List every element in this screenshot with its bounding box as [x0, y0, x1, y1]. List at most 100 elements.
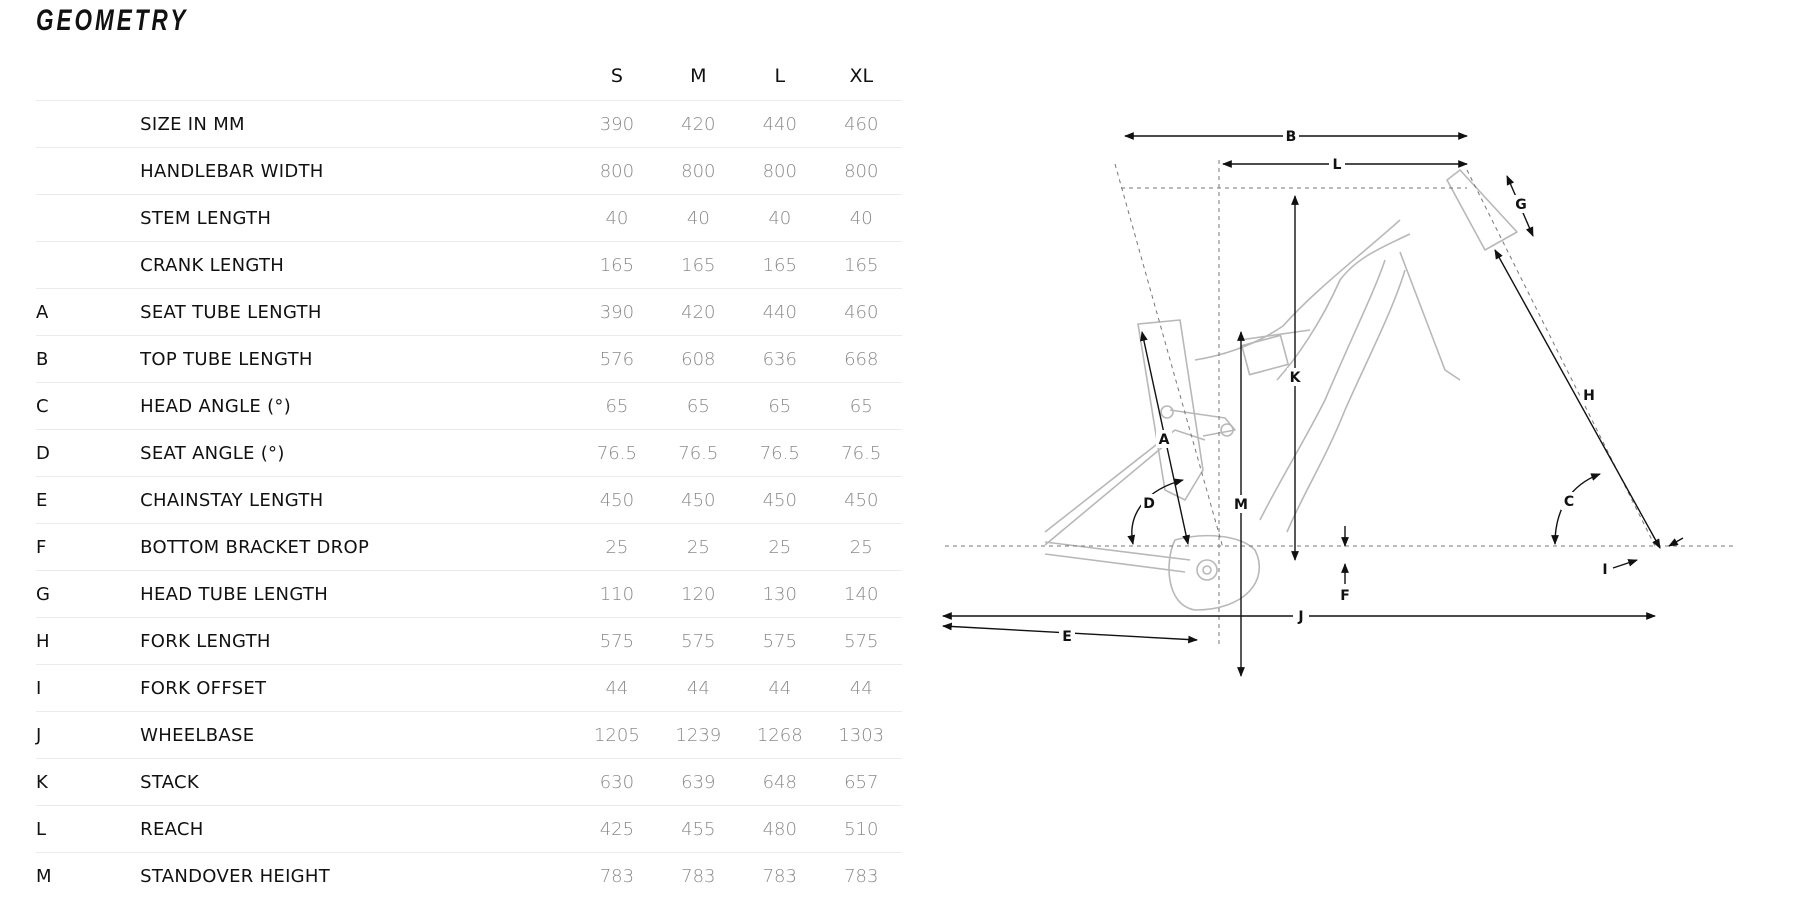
row-value-s: 576 [576, 335, 658, 383]
row-letter: H [36, 617, 141, 665]
dim-label-h: H [1583, 388, 1595, 404]
dim-label-l: L [1333, 157, 1342, 173]
row-value-xl: 25 [820, 523, 902, 571]
row-label: BOTTOM BRACKET DROP [140, 523, 577, 571]
row-value-s: 630 [576, 758, 658, 806]
row-value-l: 65 [739, 382, 821, 430]
row-value-xl: 44 [820, 664, 902, 712]
header-letter-cell [36, 52, 141, 101]
row-value-l: 165 [739, 241, 821, 289]
row-letter [36, 147, 141, 195]
row-label: FORK OFFSET [140, 664, 577, 712]
row-letter [36, 241, 141, 289]
row-label: STANDOVER HEIGHT [140, 865, 331, 887]
row-letter: G [36, 570, 141, 618]
dimension-labels: B L K M A H G J E F D C I [1059, 127, 1608, 645]
row-value-s: 44 [576, 664, 658, 712]
row-value-s: 425 [576, 805, 658, 853]
row-value-m: 1239 [657, 711, 740, 759]
row-letter: K [36, 758, 141, 806]
size-header-s: S [576, 52, 658, 101]
row-value-l: 783 [762, 865, 797, 887]
row-value-s: 40 [576, 194, 658, 242]
row-value-l: 76.5 [739, 429, 821, 477]
row-value-xl: 450 [820, 476, 902, 524]
row-value-m: 800 [657, 147, 740, 195]
row-letter: J [36, 711, 141, 759]
dim-label-i: I [1602, 562, 1607, 578]
row-label: SEAT TUBE LENGTH [140, 288, 577, 336]
size-header-xl: XL [820, 52, 902, 101]
bike-frame-outline [1044, 169, 1518, 611]
row-value-s: 450 [576, 476, 658, 524]
row-value-m: 165 [657, 241, 740, 289]
row-label: REACH [140, 805, 577, 853]
dim-label-g: G [1515, 197, 1527, 213]
row-label: TOP TUBE LENGTH [140, 335, 577, 383]
row-value-xl: 800 [820, 147, 902, 195]
row-value-l: 25 [739, 523, 821, 571]
row-letter: D [36, 429, 141, 477]
row-value-xl: 76.5 [820, 429, 902, 477]
dim-label-f: F [1340, 588, 1350, 604]
row-label: HANDLEBAR WIDTH [140, 147, 577, 195]
row-value-m: 608 [657, 335, 740, 383]
row-value-s: 76.5 [576, 429, 658, 477]
row-value-l: 800 [739, 147, 821, 195]
page-title: GEOMETRY [36, 4, 189, 37]
row-value-xl: 140 [820, 570, 902, 618]
row-value-xl: 668 [820, 335, 902, 383]
row-value-m: 455 [657, 805, 740, 853]
row-letter: I [36, 664, 141, 712]
row-value-s: 390 [576, 100, 658, 148]
row-value-s: 65 [576, 382, 658, 430]
row-label: SEAT ANGLE (°) [140, 429, 577, 477]
size-header-row: S M L XL [36, 52, 902, 101]
row-value-m: 25 [657, 523, 740, 571]
row-label: CHAINSTAY LENGTH [140, 476, 577, 524]
frame-diagram-svg: B L K M A H G J E F D C I [942, 127, 1735, 677]
row-value-xl: 40 [820, 194, 902, 242]
dim-label-d: D [1143, 496, 1155, 512]
row-letter: C [36, 382, 141, 430]
row-value-xl: 165 [820, 241, 902, 289]
row-value-xl: 1303 [820, 711, 902, 759]
row-value-m: 639 [657, 758, 740, 806]
row-value-s: 110 [576, 570, 658, 618]
row-value-m: 783 [681, 865, 716, 887]
dim-label-m: M [1234, 497, 1248, 513]
row-value-l: 450 [739, 476, 821, 524]
row-letter [36, 100, 141, 148]
row-letter: A [36, 288, 141, 336]
row-letter: L [36, 805, 141, 853]
row-label: FORK LENGTH [140, 617, 577, 665]
row-value-l: 648 [739, 758, 821, 806]
header-label-cell [140, 52, 577, 101]
dim-label-e: E [1062, 629, 1072, 645]
row-value-l: 44 [739, 664, 821, 712]
row-label: STEM LENGTH [140, 194, 577, 242]
row-value-l: 130 [739, 570, 821, 618]
dim-label-a: A [1159, 432, 1170, 448]
row-letter: E [36, 476, 141, 524]
row-value-s: 783 [599, 865, 635, 887]
row-value-m: 44 [657, 664, 740, 712]
row-value-xl: 460 [820, 100, 902, 148]
row-value-xl: 510 [820, 805, 902, 853]
row-value-s: 25 [576, 523, 658, 571]
row-value-s: 800 [576, 147, 658, 195]
dim-label-k: K [1290, 370, 1302, 386]
row-value-s: 165 [576, 241, 658, 289]
row-value-m: 76.5 [657, 429, 740, 477]
row-label: HEAD TUBE LENGTH [140, 570, 577, 618]
